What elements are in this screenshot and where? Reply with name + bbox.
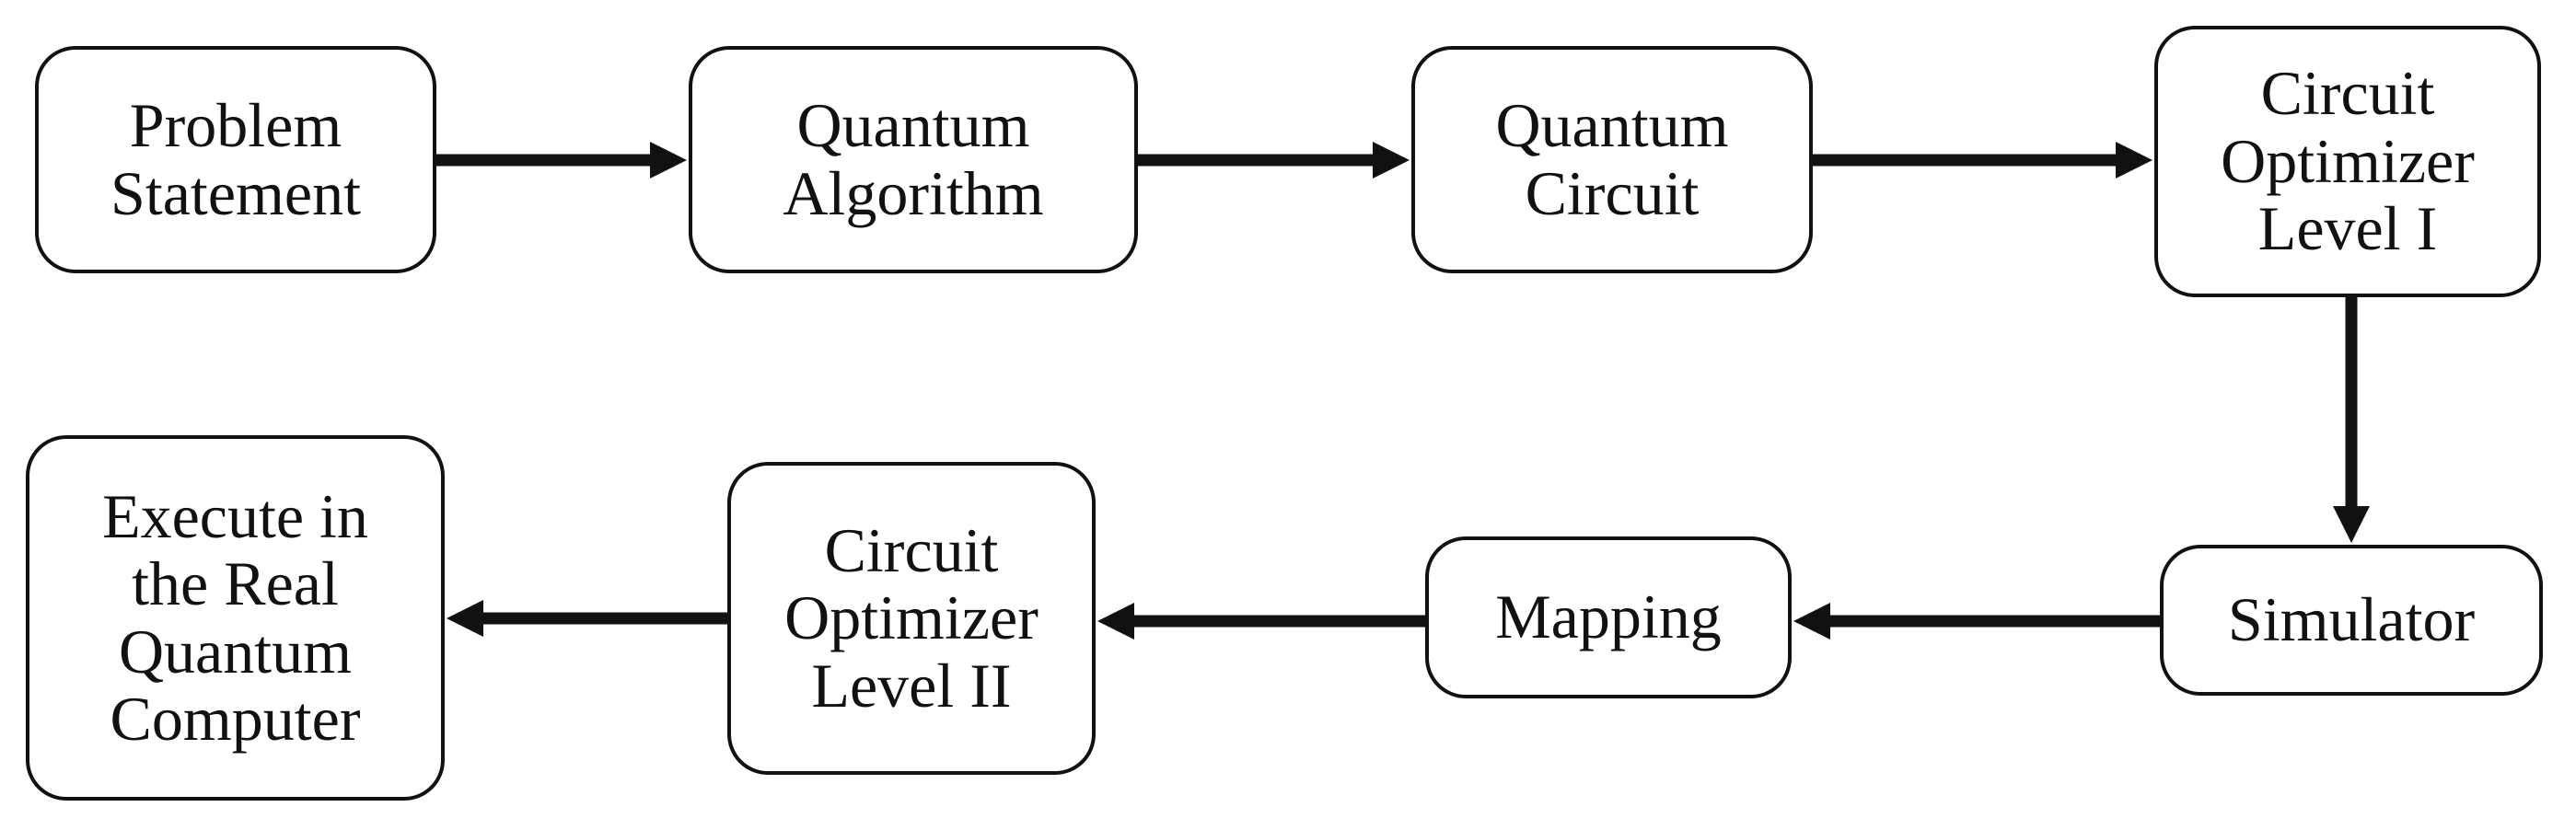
node-label-simulator: Simulator [2227, 584, 2476, 655]
arrowhead [1373, 142, 1410, 179]
node-circuit-optimizer-2: Circuit Optimizer Level II [727, 462, 1096, 775]
node-label-problem-statement: Problem Statement [110, 90, 361, 228]
node-quantum-algorithm: Quantum Algorithm [689, 46, 1138, 273]
node-execute-real-computer: Execute in the Real Quantum Computer [26, 435, 445, 801]
arrowhead [1793, 603, 1830, 640]
arrow-mapping-to-circuit-optimizer-2 [1097, 603, 1425, 640]
node-label-execute-real-computer: Execute in the Real Quantum Computer [102, 480, 368, 754]
node-label-circuit-optimizer-2: Circuit Optimizer Level II [784, 514, 1039, 720]
node-label-quantum-algorithm: Quantum Algorithm [783, 90, 1044, 228]
arrow-simulator-to-mapping [1793, 603, 2160, 640]
node-mapping: Mapping [1425, 536, 1792, 698]
node-label-quantum-circuit: Quantum Circuit [1495, 90, 1729, 228]
node-label-mapping: Mapping [1495, 582, 1722, 652]
arrow-problem-statement-to-quantum-algorithm [436, 142, 687, 179]
arrow-quantum-algorithm-to-quantum-circuit [1138, 142, 1410, 179]
arrowhead [650, 142, 687, 179]
node-circuit-optimizer-1: Circuit Optimizer Level I [2154, 26, 2541, 297]
node-label-circuit-optimizer-1: Circuit Optimizer Level I [2221, 58, 2475, 264]
node-simulator: Simulator [2160, 545, 2543, 696]
node-problem-statement: Problem Statement [35, 46, 436, 273]
arrow-circuit-optimizer-2-to-execute-real-computer [447, 600, 727, 637]
arrow-circuit-optimizer-1-to-simulator [2333, 297, 2370, 543]
node-quantum-circuit: Quantum Circuit [1411, 46, 1813, 273]
arrowhead [1097, 603, 1134, 640]
arrowhead [2333, 506, 2370, 543]
arrowhead [447, 600, 483, 637]
arrow-quantum-circuit-to-circuit-optimizer-1 [1813, 142, 2152, 179]
arrowhead [2116, 142, 2152, 179]
